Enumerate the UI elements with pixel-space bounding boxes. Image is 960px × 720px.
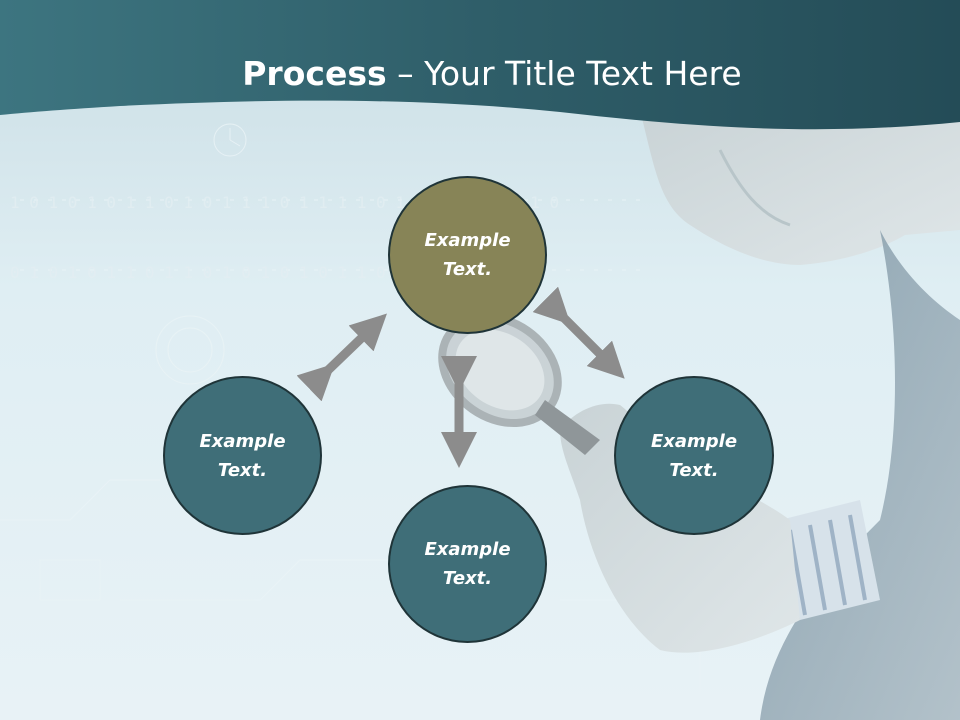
title-rest: – Your Title Text Here [386,54,742,93]
page-title: Process – Your Title Text Here [0,52,960,96]
circle-top-line1: Example [424,230,511,251]
title-bold: Process [242,54,387,93]
circle-left-line1: Example [199,430,286,452]
circle-bottom-line1: Example [424,539,511,560]
circle-left-line2: Text. [217,459,268,481]
circle-right-line2: Text. [669,459,719,481]
circle-bottom-line2: Text. [442,568,493,589]
circle-right-line1: Example [650,430,738,452]
circle-top-line2: Text. [442,259,493,280]
header-band [0,0,960,130]
